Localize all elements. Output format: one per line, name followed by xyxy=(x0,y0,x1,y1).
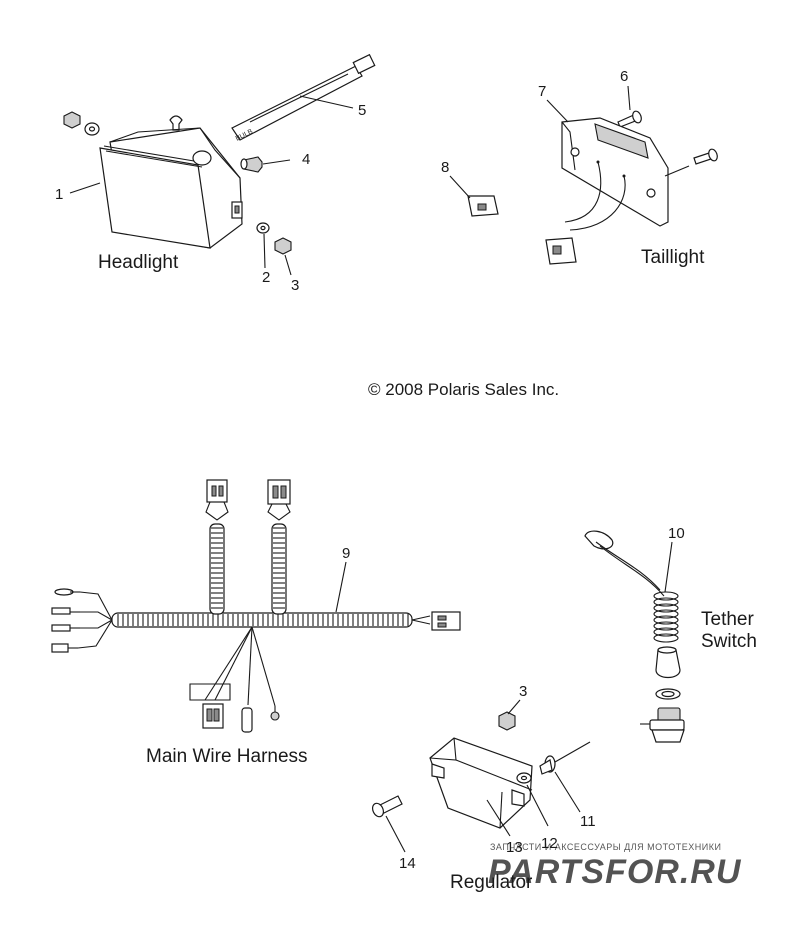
watermark-brand: PARTSFOR.RU xyxy=(488,853,742,891)
main-wire-harness xyxy=(51,479,461,733)
callout-4: 4 xyxy=(302,151,310,168)
nut-part-3 xyxy=(274,237,292,255)
coil-loop xyxy=(653,603,679,613)
harness-branch-right-vertical xyxy=(267,479,291,615)
label-main-wire-harness: Main Wire Harness xyxy=(146,746,308,767)
callout-11: 11 xyxy=(580,813,596,830)
headlight-screw xyxy=(169,115,183,131)
bulb-lead-part-5: BULB xyxy=(231,53,376,143)
coil-loop xyxy=(653,633,679,643)
tether-switch-body xyxy=(640,707,685,743)
headlight-lens xyxy=(99,147,211,249)
callout-2: 2 xyxy=(262,269,270,286)
harness-trunk-coils xyxy=(117,614,409,626)
label-taillight: Taillight xyxy=(641,247,705,268)
callout-13: 13 xyxy=(506,839,523,856)
bolt-part-14 xyxy=(371,795,403,818)
watermark-tagline: ЗАПЧАСТИ И АКСЕССУАРЫ ДЛЯ МОТОТЕХНИКИ xyxy=(490,842,721,852)
tether-coiled-cord xyxy=(653,591,679,643)
harness-lower-branches xyxy=(189,626,280,733)
tether-cap xyxy=(655,649,681,679)
regulator-body xyxy=(429,737,533,829)
callout-10: 10 xyxy=(668,525,685,542)
callout-14: 14 xyxy=(399,855,416,872)
callout-3-regulator: 3 xyxy=(519,683,527,700)
stud-part-11 xyxy=(539,741,591,775)
callout-7: 7 xyxy=(538,83,546,100)
coil-loop xyxy=(653,597,679,607)
label-headlight: Headlight xyxy=(98,252,179,273)
callout-8: 8 xyxy=(441,159,449,176)
coil-loop xyxy=(653,627,679,637)
callout-9: 9 xyxy=(342,545,350,562)
regulator-assembly xyxy=(371,711,591,829)
watermark: ЗАПЧАСТИ И АКСЕССУАРЫ ДЛЯ МОТОТЕХНИКИ PA… xyxy=(488,842,742,891)
screw-part-6 xyxy=(617,110,642,128)
label-regulator: Regulator xyxy=(450,872,533,893)
tether-switch-assembly xyxy=(584,530,685,743)
taillight-assembly xyxy=(467,110,718,265)
callout-6: 6 xyxy=(620,68,628,85)
headlight-nut xyxy=(63,111,81,129)
callout-3: 3 xyxy=(291,277,299,294)
label-tether: Tether xyxy=(701,609,754,630)
coil-loop xyxy=(653,609,679,619)
callout-1: 1 xyxy=(55,186,63,203)
harness-right-connector xyxy=(411,611,461,631)
coil-loop xyxy=(653,615,679,625)
copyright-notice: © 2008 Polaris Sales Inc. xyxy=(368,380,559,399)
headlight-assembly: BULB xyxy=(63,53,376,255)
harness-left-terminals xyxy=(51,588,113,653)
regulator-nut xyxy=(498,711,516,731)
tether-clip xyxy=(584,530,614,550)
coil-loop xyxy=(653,591,679,601)
callout-12: 12 xyxy=(541,835,558,852)
coil-loop xyxy=(653,621,679,631)
label-switch: Switch xyxy=(701,631,757,652)
harness-branch-left-vertical xyxy=(205,479,229,615)
callout-5: 5 xyxy=(358,102,366,119)
